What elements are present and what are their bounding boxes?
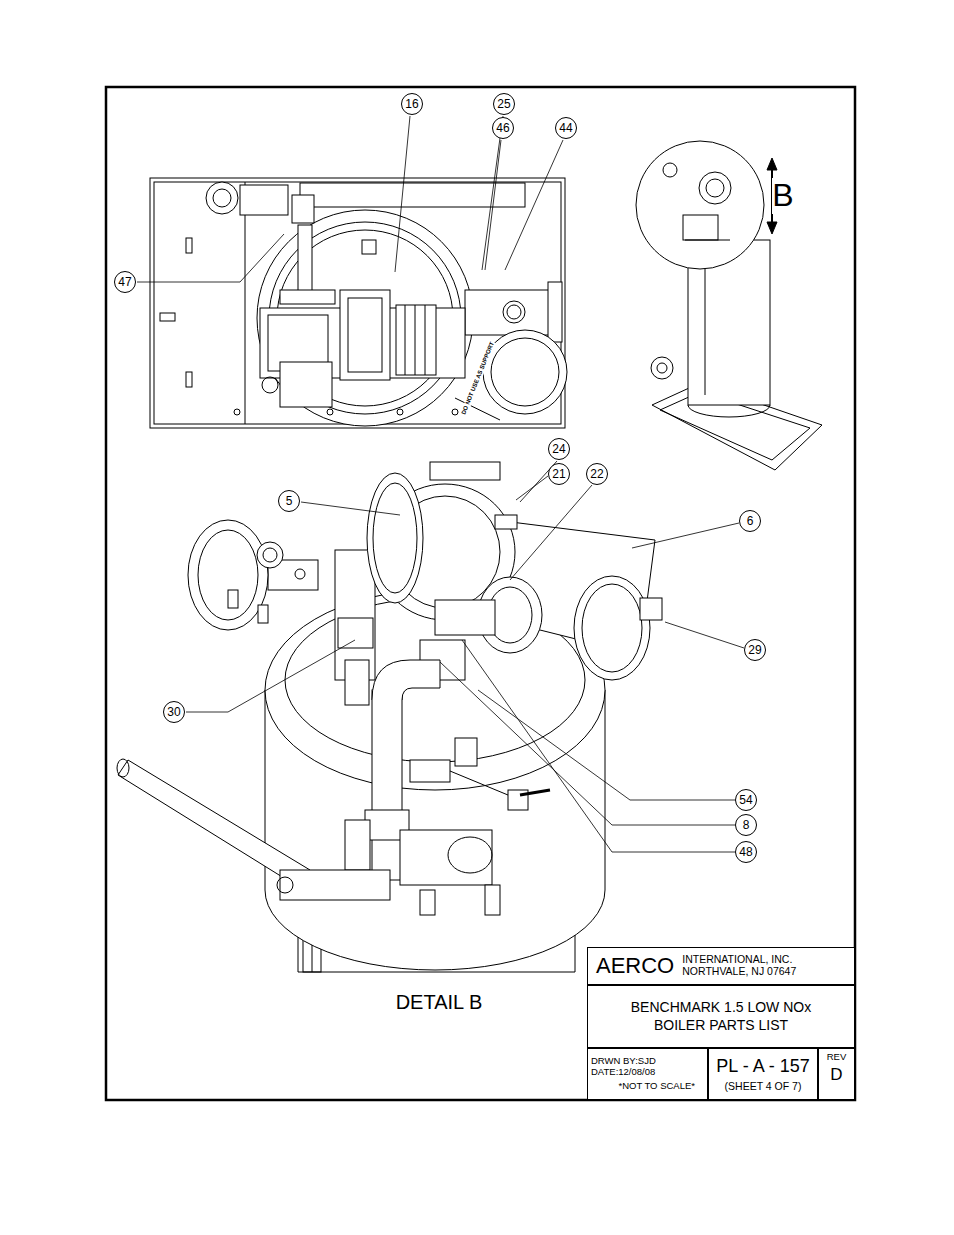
callout-number: 24	[548, 438, 570, 460]
drawing-date: DATE:12/08/08	[591, 1067, 655, 1078]
rev-heading: REV	[827, 1052, 847, 1063]
callout-number: 25	[493, 93, 515, 115]
sheet-frame	[106, 87, 855, 1100]
rev-letter: D	[830, 1065, 842, 1085]
detail-b-view	[117, 462, 662, 972]
title-company-cell: AERCO INTERNATIONAL, INC. NORTHVALE, NJ 0…	[587, 947, 855, 985]
title-drawn-cell: DRWN BY:SJDDATE:12/08/08 *NOT TO SCALE*	[587, 1048, 708, 1100]
callout-number: 48	[735, 841, 757, 863]
callout-number: 46	[492, 117, 514, 139]
callout-number: 30	[163, 701, 185, 723]
company-address: INTERNATIONAL, INC. NORTHVALE, NJ 07647	[682, 954, 822, 977]
callout-number: 21	[548, 463, 570, 485]
drawing-title: BENCHMARK 1.5 LOW NOx BOILER PARTS LIST	[616, 999, 826, 1034]
leader-lines	[137, 116, 744, 852]
scale-note: *NOT TO SCALE*	[618, 1081, 695, 1092]
drawn-by: DRWN BY:SJD	[591, 1056, 656, 1067]
title-name-cell: BENCHMARK 1.5 LOW NOx BOILER PARTS LIST	[587, 985, 855, 1048]
callout-number: 22	[586, 463, 608, 485]
callout-number: 16	[401, 93, 423, 115]
isometric-view	[636, 141, 822, 470]
top-view	[150, 178, 567, 428]
warning-text: DO NOT USE AS SUPPORT	[460, 341, 495, 416]
callout-number: 29	[744, 639, 766, 661]
sheet-number: (SHEET 4 OF 7)	[725, 1080, 802, 1092]
callout-number: 6	[739, 510, 761, 532]
title-rev-cell: REV D	[818, 1048, 855, 1100]
company-name: AERCO	[596, 953, 674, 978]
callout-number: 44	[555, 117, 577, 139]
callout-number: 5	[278, 490, 300, 512]
view-title: DETAIL B	[396, 991, 483, 1013]
callout-number: 47	[114, 271, 136, 293]
callout-number: 54	[735, 789, 757, 811]
detail-letter: B	[772, 178, 793, 213]
drawing-number: PL - A - 157	[716, 1056, 809, 1077]
title-number-cell: PL - A - 157 (SHEET 4 OF 7)	[708, 1048, 818, 1100]
callout-number: 8	[735, 814, 757, 836]
